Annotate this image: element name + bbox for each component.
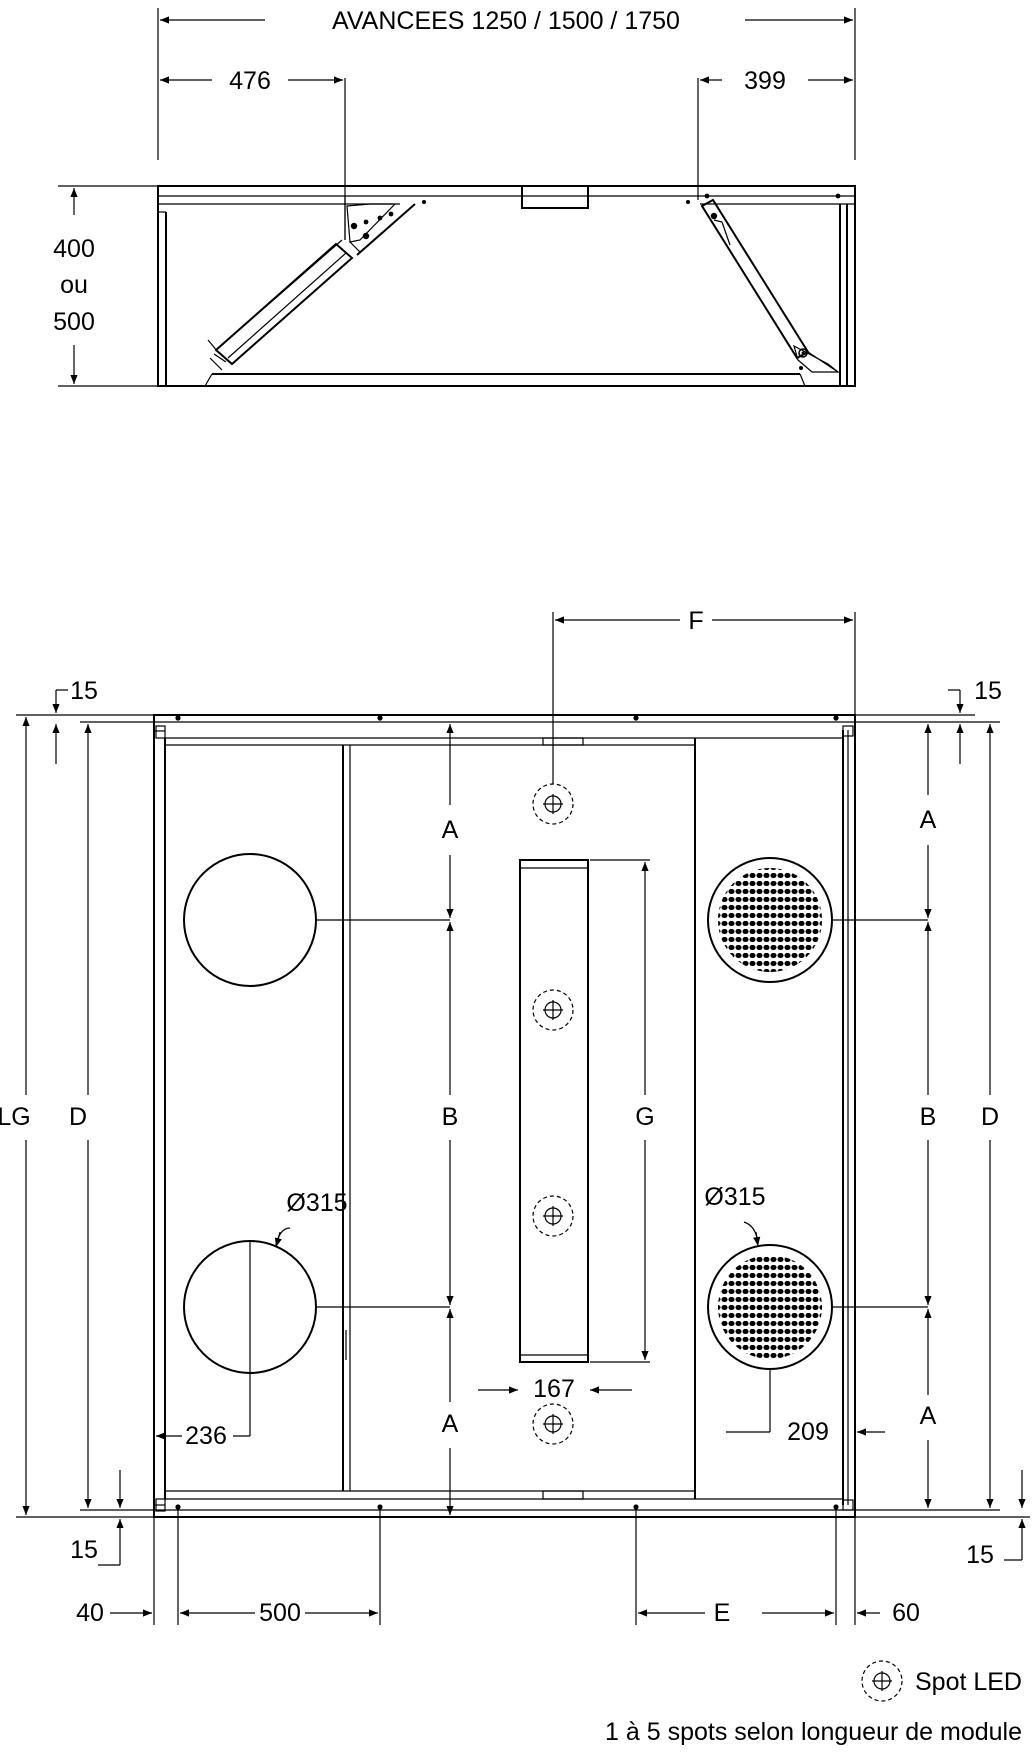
right-grille-top bbox=[707, 857, 833, 983]
dim-lg-label: LG bbox=[0, 1103, 31, 1131]
dim-209-label: 209 bbox=[787, 1418, 829, 1446]
center-light-channel bbox=[519, 859, 589, 1363]
dim-d-left-label: D bbox=[69, 1103, 87, 1131]
dim-399-label: 399 bbox=[744, 67, 786, 95]
dim-a-left-top: A bbox=[442, 816, 459, 844]
dim-a-right-bottom: A bbox=[920, 1402, 937, 1430]
dia-left-label: Ø315 bbox=[286, 1189, 347, 1217]
legend-spot-label: Spot LED bbox=[915, 1668, 1022, 1696]
dim-500-label: 500 bbox=[259, 1599, 301, 1627]
legend-note: 1 à 5 spots selon longueur de module bbox=[605, 1718, 1022, 1746]
dim-15-top-right: 15 bbox=[974, 677, 1002, 705]
dim-167-label: 167 bbox=[533, 1375, 575, 1403]
elevation-title: AVANCEES 1250 / 1500 / 1750 bbox=[332, 7, 680, 35]
led-spot bbox=[532, 1195, 574, 1237]
left-duct-top bbox=[183, 853, 317, 987]
dim-476-label: 476 bbox=[229, 67, 271, 95]
dim-236-label: 236 bbox=[185, 1422, 227, 1450]
dim-15-bottom-right: 15 bbox=[966, 1541, 994, 1569]
dim-f-label: F bbox=[688, 607, 703, 635]
led-spot bbox=[532, 989, 574, 1031]
right-grille-bottom bbox=[707, 1244, 833, 1370]
legend: Spot LED 1 à 5 spots selon longueur de m… bbox=[605, 1660, 1022, 1746]
elevation-fasteners bbox=[350, 193, 841, 370]
dim-g-label: G bbox=[635, 1103, 654, 1131]
height-400-label: 400 bbox=[53, 235, 95, 263]
dim-a-right-top: A bbox=[920, 806, 937, 834]
dim-d-right-label: D bbox=[981, 1103, 999, 1131]
dim-a-left-bottom: A bbox=[442, 1410, 459, 1438]
dim-e-label: E bbox=[714, 1599, 731, 1627]
plan-fasteners bbox=[175, 715, 839, 1510]
side-elevation-view: AVANCEES 1250 / 1500 / 1750 476 399 400 … bbox=[53, 7, 856, 387]
spot-led-icon bbox=[861, 1660, 903, 1702]
led-spot bbox=[532, 783, 574, 825]
dim-b-left: B bbox=[442, 1103, 459, 1131]
dim-15-top-left: 15 bbox=[70, 677, 98, 705]
height-or-label: ou bbox=[60, 271, 88, 299]
dim-60-label: 60 bbox=[892, 1599, 920, 1627]
dia-right-label: Ø315 bbox=[704, 1183, 765, 1211]
dim-40-label: 40 bbox=[76, 1599, 104, 1627]
height-500-label: 500 bbox=[53, 308, 95, 336]
plan-view: F LG D 15 15 15 D bbox=[0, 607, 1030, 1627]
dim-b-right: B bbox=[920, 1103, 937, 1131]
led-spot bbox=[532, 1403, 574, 1445]
hood-side-outline bbox=[157, 185, 856, 387]
dim-15-bottom-left: 15 bbox=[70, 1536, 98, 1564]
